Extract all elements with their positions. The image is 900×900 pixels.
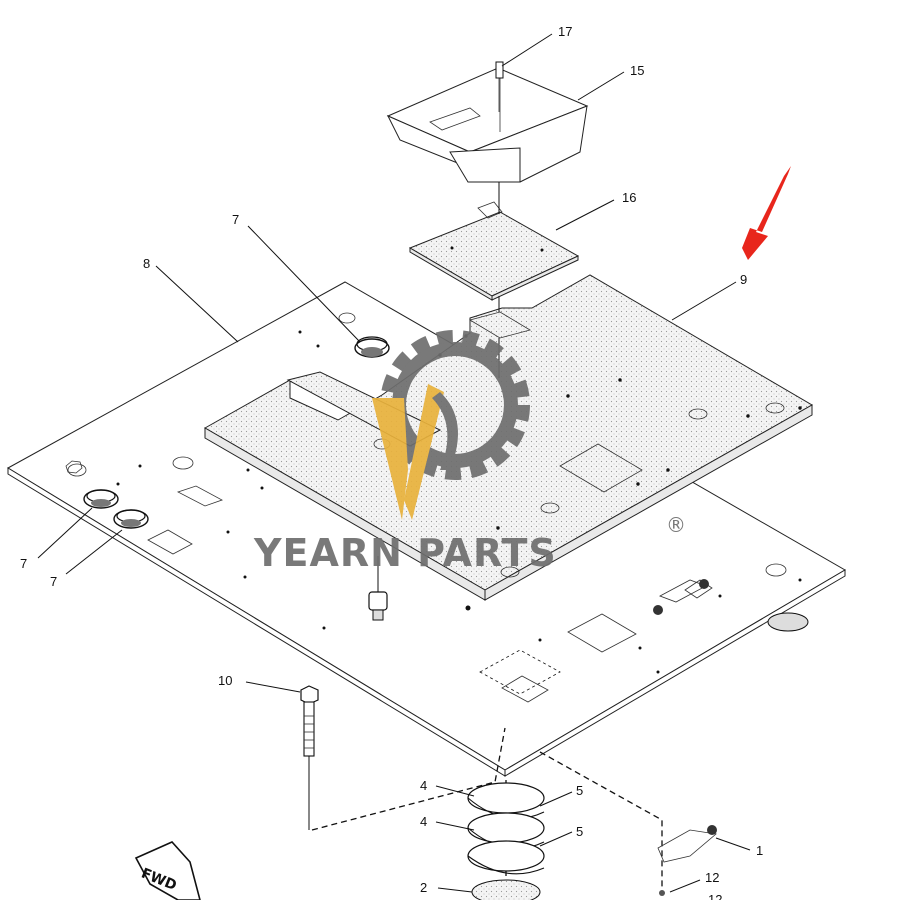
v-mark-gold-right xyxy=(404,384,444,520)
bracket-with-nuts xyxy=(653,579,809,632)
callout-17: 17 xyxy=(558,24,572,39)
clip-1 xyxy=(657,825,717,896)
callout-4-upper: 4 xyxy=(420,778,427,793)
callout-7-left-a: 7 xyxy=(20,556,27,571)
bolt-10 xyxy=(300,685,319,830)
callout-1: 1 xyxy=(756,843,763,858)
leader-lines xyxy=(37,33,751,893)
box-cover-15 xyxy=(386,67,589,183)
grommet-7-left-a xyxy=(83,489,119,509)
callout-9: 9 xyxy=(740,272,747,287)
callout-4-lower: 4 xyxy=(420,814,427,829)
callout-8: 8 xyxy=(143,256,150,271)
callout-2: 2 xyxy=(420,880,427,895)
callout-7-left-b: 7 xyxy=(50,574,57,589)
red-indicator-arrow xyxy=(742,166,791,260)
cover-plate-16 xyxy=(408,201,580,301)
callout-7-top: 7 xyxy=(232,212,239,227)
watermark-brand: YEARN PARTS xyxy=(253,531,557,575)
yearn-parts-logo: YEARN PARTS ® xyxy=(253,330,686,575)
fwd-direction-marker: FWD xyxy=(134,841,201,900)
callout-12-partial: 12 xyxy=(708,892,722,900)
callout-labels: 17 15 16 9 8 7 7 7 10 4 4 5 5 2 1 12 12 xyxy=(20,24,763,900)
callout-5-upper: 5 xyxy=(576,783,583,798)
v-mark-swoosh xyxy=(432,392,458,470)
watermark-registered-mark: ® xyxy=(666,513,686,537)
callout-10: 10 xyxy=(218,673,232,688)
callout-16: 16 xyxy=(622,190,636,205)
callout-15: 15 xyxy=(630,63,644,78)
v-mark-gold xyxy=(372,398,408,520)
grommet-7-left-b xyxy=(113,509,149,529)
callout-12: 12 xyxy=(705,870,719,885)
mount-stack xyxy=(467,782,545,900)
screw-17 xyxy=(495,61,504,112)
grommet-7-top xyxy=(354,336,390,358)
plate-fastener-dots xyxy=(116,330,802,674)
callout-5-lower: 5 xyxy=(576,824,583,839)
connector-plug xyxy=(368,591,388,621)
